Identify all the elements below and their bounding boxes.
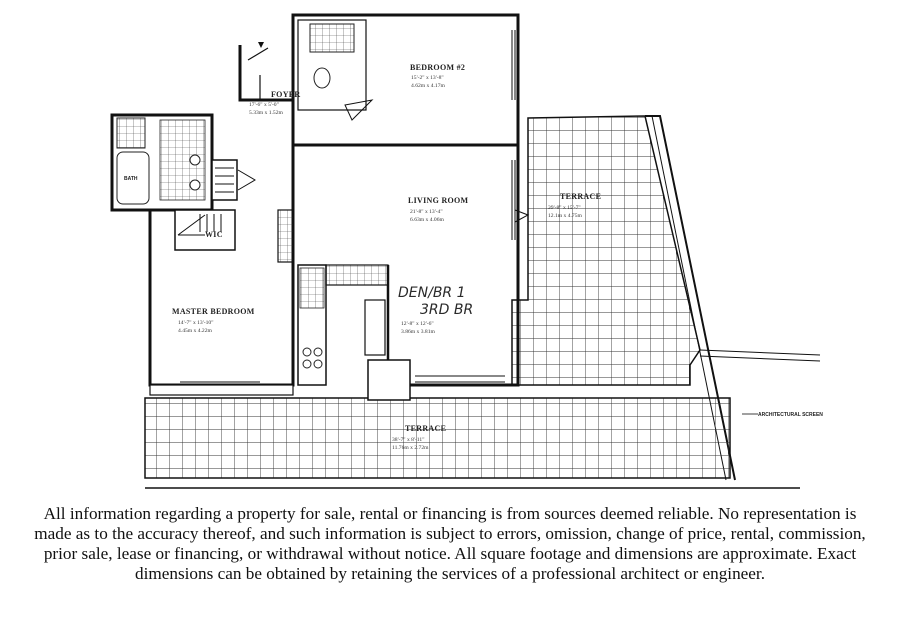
svg-text:38'-7" x 8'-11": 38'-7" x 8'-11": [392, 437, 424, 443]
svg-text:FOYER: FOYER: [271, 90, 301, 99]
terrace-south-area: [144, 349, 821, 489]
svg-text:3.86m x 3.81m: 3.86m x 3.81m: [401, 329, 436, 335]
svg-text:14'-7" x 13'-10": 14'-7" x 13'-10": [178, 320, 213, 326]
svg-text:TERRACE: TERRACE: [560, 192, 601, 201]
label-architectural-screen: ARCHITECTURAL SCREEN: [742, 412, 823, 418]
svg-text:21'-8" x 13'-4": 21'-8" x 13'-4": [410, 209, 443, 215]
svg-text:11.76m x 2.72m: 11.76m x 2.72m: [392, 445, 429, 451]
svg-text:5.33m x 1.52m: 5.33m x 1.52m: [249, 110, 284, 116]
svg-text:TERRACE: TERRACE: [405, 424, 446, 433]
svg-text:WIC: WIC: [205, 230, 223, 239]
label-master-bedroom: MASTER BEDROOM 14'-7" x 13'-10" 4.45m x …: [172, 307, 255, 334]
svg-text:12.1m x 4.75m: 12.1m x 4.75m: [548, 213, 583, 219]
label-foyer: FOYER 17'-6" x 5'-0" 5.33m x 1.52m: [249, 90, 301, 116]
svg-text:15'-2" x 13'-8": 15'-2" x 13'-8": [411, 75, 444, 81]
floor-plan: BEDROOM #2 15'-2" x 13'-8" 4.62m x 4.17m…: [110, 13, 823, 489]
label-bedroom2: BEDROOM #2 15'-2" x 13'-8" 4.62m x 4.17m: [410, 63, 465, 89]
label-living-room: LIVING ROOM 21'-8" x 13'-4" 6.63m x 4.06…: [408, 196, 469, 223]
svg-text:LIVING ROOM: LIVING ROOM: [408, 196, 469, 205]
svg-text:BEDROOM #2: BEDROOM #2: [410, 63, 465, 72]
svg-text:DEN/BR 1: DEN/BR 1: [398, 285, 466, 301]
svg-text:39'-8" x 15'-7": 39'-8" x 15'-7": [548, 205, 581, 211]
label-den: DEN/BR 1 3RD BR 12'-8" x 12'-6" 3.86m x …: [398, 285, 473, 335]
svg-text:6.63m x 4.06m: 6.63m x 4.06m: [410, 217, 445, 223]
svg-text:MASTER BEDROOM: MASTER BEDROOM: [172, 307, 255, 316]
label-bath-fixture: BATH: [124, 176, 138, 182]
svg-text:ARCHITECTURAL SCREEN: ARCHITECTURAL SCREEN: [758, 412, 823, 418]
svg-text:3RD BR: 3RD BR: [420, 302, 473, 318]
label-terrace-east: TERRACE 39'-8" x 15'-7" 12.1m x 4.75m: [548, 192, 601, 219]
disclaimer-text: All information regarding a property for…: [34, 504, 866, 583]
label-wic: WIC: [205, 230, 223, 239]
svg-text:17'-6" x 5'-0": 17'-6" x 5'-0": [249, 102, 279, 108]
svg-text:4.62m x 4.17m: 4.62m x 4.17m: [411, 83, 446, 89]
svg-text:4.45m x 4.22m: 4.45m x 4.22m: [178, 328, 213, 334]
apartment-walls: [110, 13, 530, 401]
svg-text:BATH: BATH: [124, 176, 138, 182]
svg-text:12'-8" x 12'-6": 12'-8" x 12'-6": [401, 321, 434, 327]
label-terrace-south: TERRACE 38'-7" x 8'-11" 11.76m x 2.72m: [392, 424, 446, 451]
